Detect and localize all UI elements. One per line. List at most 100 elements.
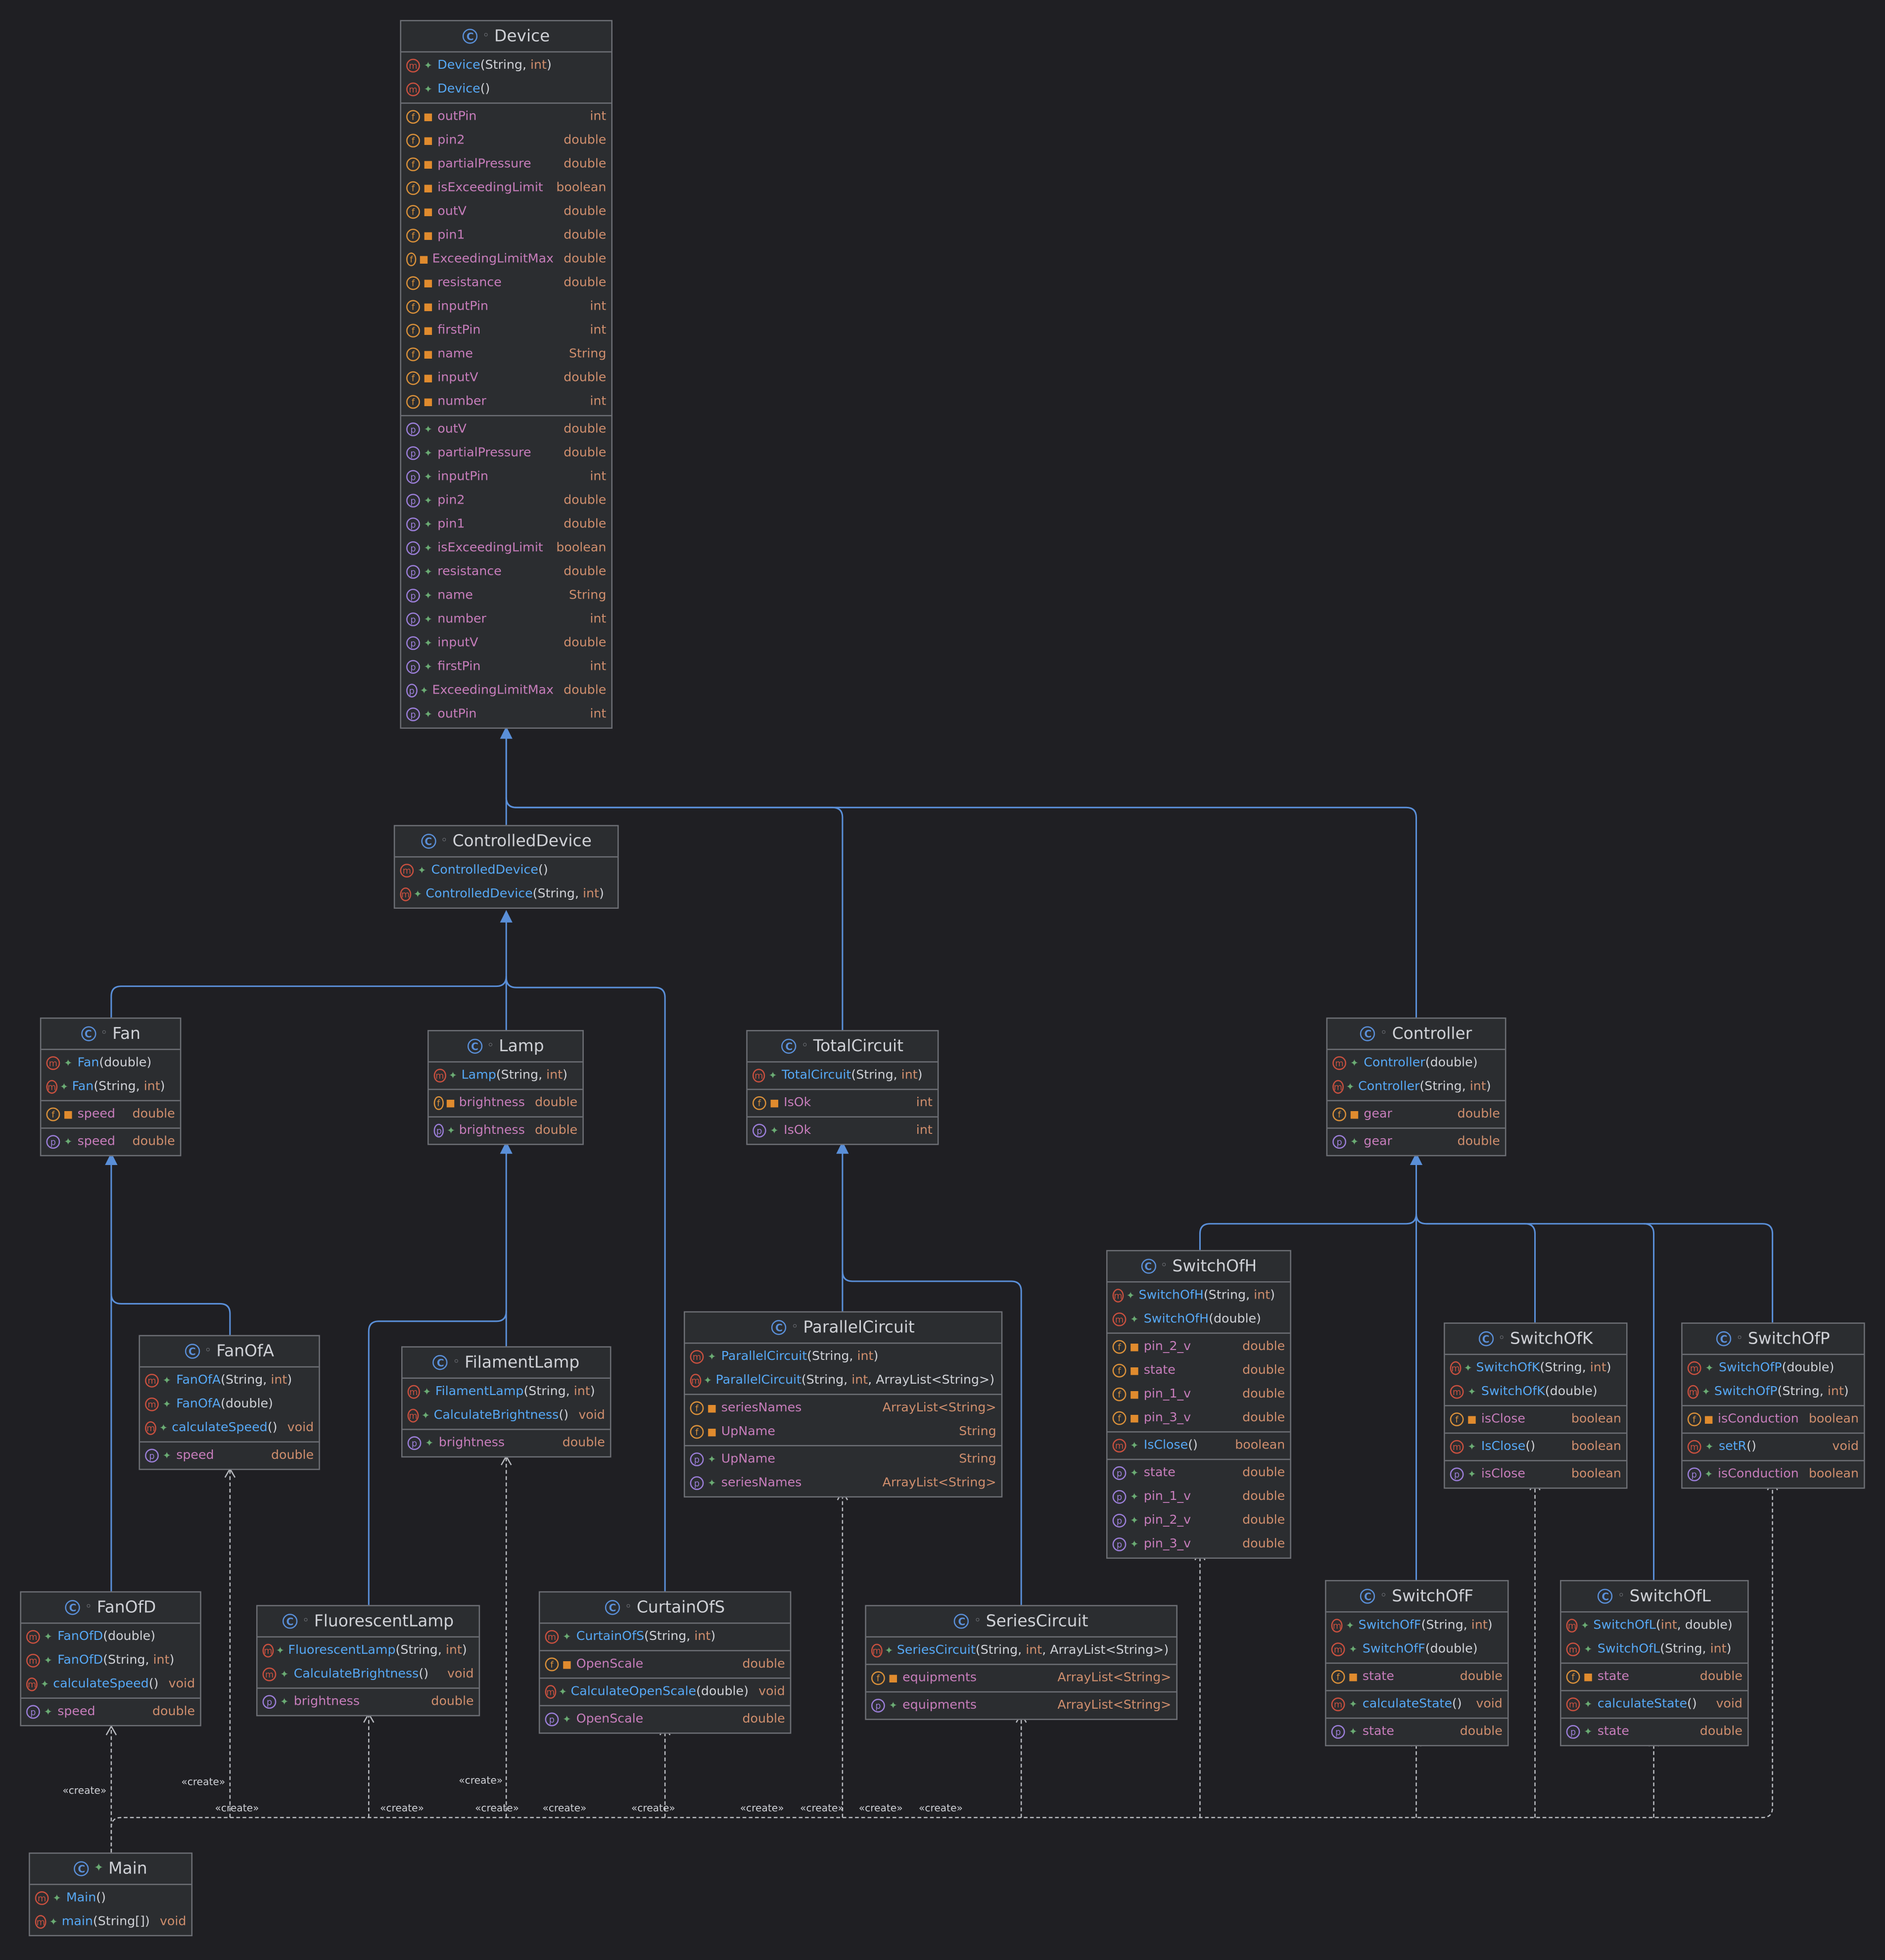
method-row[interactable]: m✦Controller(double)	[1327, 1051, 1505, 1075]
method-row[interactable]: m✦Controller(String, int)	[1327, 1075, 1505, 1099]
method-row[interactable]: m✦calculateState()void	[1326, 1692, 1508, 1716]
class-parallelcircuit[interactable]: C◦ParallelCircuit m✦ParallelCircuit(Strin…	[683, 1311, 1003, 1498]
method-row[interactable]: m✦SwitchOfF(double)	[1326, 1637, 1508, 1661]
class-header[interactable]: C◦FanOfD	[21, 1592, 200, 1624]
method-row[interactable]: m✦FluorescentLamp(String, int)	[257, 1639, 478, 1663]
class-header[interactable]: C◦TotalCircuit	[747, 1031, 938, 1063]
class-header[interactable]: C◦Fan	[41, 1019, 180, 1050]
class-header[interactable]: C◦SwitchOfP	[1682, 1324, 1864, 1355]
method-row[interactable]: m✦CalculateBrightness()void	[403, 1404, 610, 1428]
class-header[interactable]: C◦Controller	[1327, 1019, 1505, 1050]
class-header[interactable]: C◦Lamp	[428, 1031, 583, 1063]
method-row[interactable]: m✦CurtainOfS(String, int)	[540, 1625, 790, 1649]
method-row[interactable]: m✦SwitchOfH(double)	[1107, 1307, 1290, 1331]
method-row[interactable]: m✦ParallelCircuit(String, int, ArrayList…	[685, 1369, 1001, 1393]
class-header[interactable]: C◦SwitchOfK	[1445, 1324, 1626, 1355]
method-row[interactable]: m✦FilamentLamp(String, int)	[403, 1380, 610, 1404]
class-header[interactable]: C◦SwitchOfF	[1326, 1581, 1508, 1613]
method-row[interactable]: m✦FanOfD(double)	[21, 1625, 200, 1649]
class-header[interactable]: C◦Device	[401, 21, 612, 53]
method-row[interactable]: m✦calculateSpeed()void	[140, 1416, 319, 1440]
class-header[interactable]: C◦CurtainOfS	[540, 1592, 790, 1624]
method-row[interactable]: m✦SwitchOfL(String, int)	[1561, 1637, 1747, 1661]
method-row[interactable]: m✦SwitchOfH(String, int)	[1107, 1284, 1290, 1307]
method-row[interactable]: m✦IsClose()boolean	[1107, 1434, 1290, 1457]
class-header[interactable]: C✦Main	[30, 1854, 191, 1885]
method-row[interactable]: m✦SeriesCircuit(String, int, ArrayList<S…	[866, 1639, 1177, 1663]
method-row[interactable]: m✦Device(String, int)	[401, 54, 611, 78]
method-row[interactable]: m✦ControlledDevice()	[395, 859, 617, 883]
method-row[interactable]: m✦Fan(String, int)	[41, 1075, 180, 1099]
method-row[interactable]: m✦main(String[])void	[30, 1910, 191, 1934]
method-row[interactable]: m✦TotalCircuit(String, int)	[748, 1064, 938, 1087]
method-row[interactable]: m✦Fan(double)	[41, 1051, 180, 1075]
class-header[interactable]: C◦SwitchOfL	[1561, 1581, 1748, 1613]
class-header[interactable]: C◦FluorescentLamp	[257, 1606, 479, 1638]
method-row[interactable]: m✦SwitchOfK(double)	[1445, 1380, 1626, 1404]
class-header[interactable]: C◦ParallelCircuit	[685, 1312, 1001, 1344]
method-row[interactable]: m✦calculateSpeed()void	[21, 1673, 200, 1696]
method-row[interactable]: m✦CalculateOpenScale(double)void	[540, 1680, 790, 1704]
method-row[interactable]: m✦SwitchOfL(int, double)	[1561, 1614, 1747, 1637]
method-row[interactable]: m✦SwitchOfF(String, int)	[1326, 1614, 1508, 1637]
class-header[interactable]: C◦SwitchOfH	[1107, 1251, 1290, 1283]
method-row[interactable]: m✦Main()	[30, 1886, 191, 1910]
method-row[interactable]: m✦SwitchOfP(String, int)	[1683, 1380, 1864, 1404]
method-row[interactable]: m✦Device()	[401, 78, 611, 101]
